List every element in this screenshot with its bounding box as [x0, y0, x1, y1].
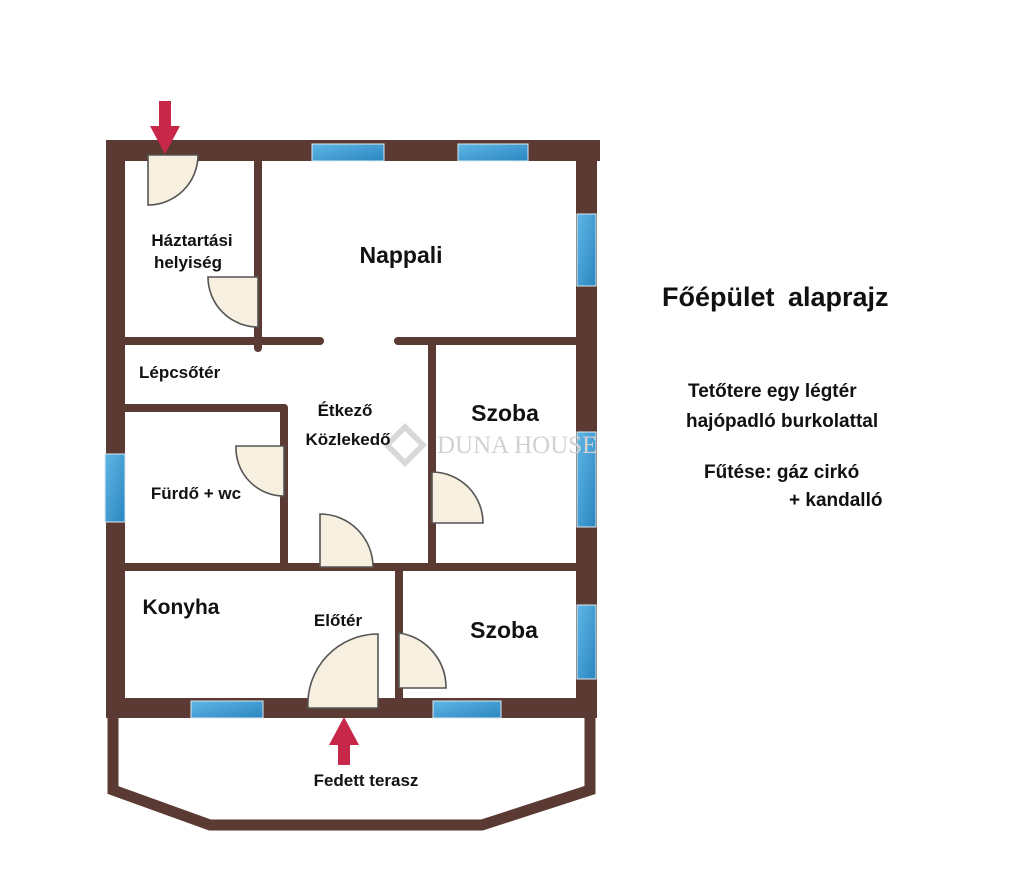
door-szoba-lower	[398, 632, 447, 689]
room-label-lepcsoter: Lépcsőtér	[139, 363, 221, 382]
door-eloter	[307, 633, 379, 709]
entrance-arrow-top	[150, 101, 180, 154]
room-label-konyha: Konyha	[142, 596, 219, 619]
window-frames	[104, 143, 597, 719]
window-nappali-right	[577, 214, 596, 286]
window-szoba-upper	[577, 432, 596, 527]
terrace-outline	[107, 718, 596, 831]
doors	[147, 154, 484, 709]
note-attic-line-1: Tetőtere egy légtér	[688, 381, 857, 402]
room-label-furdo: Fürdő + wc	[151, 484, 241, 503]
window-szoba-lower	[577, 605, 596, 679]
windows	[105, 144, 596, 718]
plan-title: Főépület alaprajz	[662, 282, 889, 312]
room-label-kozlekedo: Közlekedő	[305, 430, 390, 449]
note-heating-line-1: Fűtése: gáz cirkó	[704, 462, 860, 483]
room-label-szoba-lower: Szoba	[470, 617, 538, 643]
watermark-text: DUNA HOUSE	[437, 432, 597, 459]
room-label-haztartasi-1: Háztartási	[151, 231, 232, 250]
room-label-nappali: Nappali	[359, 242, 442, 268]
door-haztartasi	[207, 276, 259, 328]
door-entrance-top	[147, 154, 199, 206]
window-szoba-bottom	[433, 701, 501, 718]
door-etkezo	[319, 513, 374, 568]
window-nappali-2	[458, 144, 528, 161]
door-szoba-upper	[431, 471, 484, 524]
note-attic-line-2: hajópadló burkolattal	[686, 411, 879, 432]
window-furdo	[105, 454, 125, 522]
window-nappali-1	[312, 144, 384, 161]
room-label-haztartasi-2: helyiség	[154, 253, 222, 272]
room-label-szoba-upper: Szoba	[471, 400, 539, 426]
wall-left	[106, 140, 125, 718]
room-label-etkezo: Étkező	[318, 401, 373, 420]
watermark: DUNA HOUSE	[383, 423, 597, 467]
entrance-arrow-bottom	[329, 717, 359, 765]
room-label-eloter: Előtér	[314, 611, 363, 630]
door-furdo	[235, 445, 285, 497]
room-label-terasz: Fedett terasz	[314, 771, 419, 790]
note-heating-line-2: + kandalló	[789, 490, 883, 511]
window-konyha	[191, 701, 263, 718]
